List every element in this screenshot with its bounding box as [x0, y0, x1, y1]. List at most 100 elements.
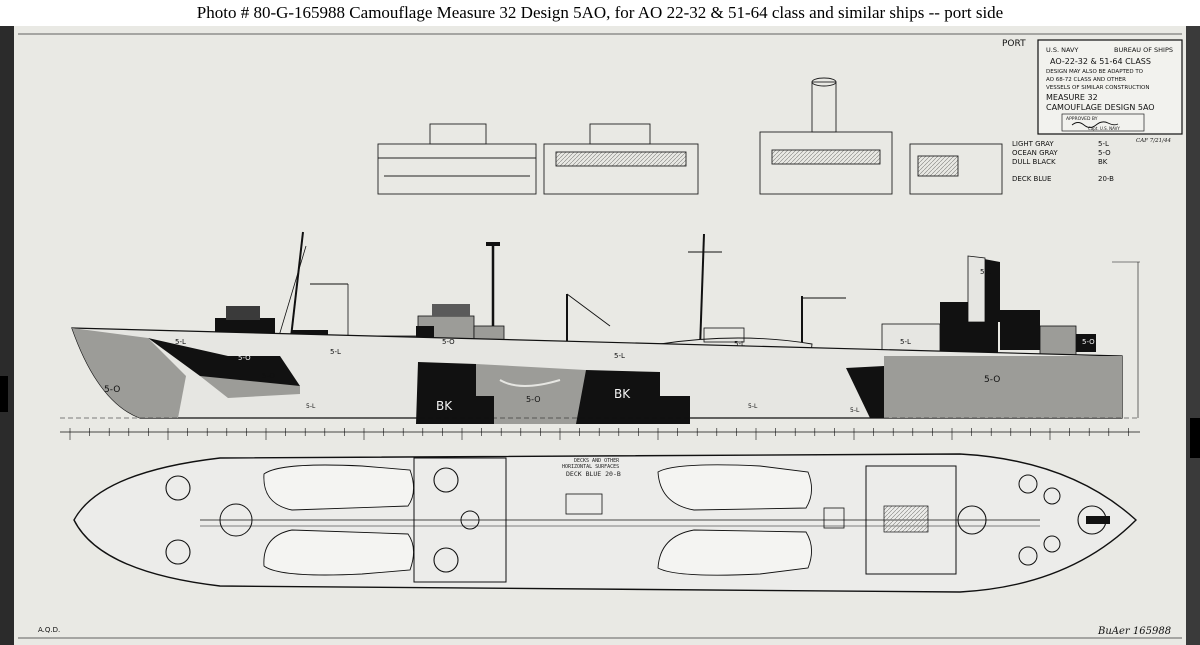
midship-house-plan [413, 457, 507, 583]
gun-tub-aft-2 [1018, 546, 1038, 566]
end-view-3-stack [811, 81, 837, 133]
gun-tub-aft-3 [1043, 487, 1061, 505]
right-clip-mark [1190, 418, 1200, 458]
end-view-2-band [555, 151, 687, 167]
legend-name-2: DULL BLACK [1012, 158, 1056, 166]
title-bureau-of-ships: BUREAU OF SHIPS [1114, 46, 1173, 54]
end-view-3-stack-top [811, 77, 837, 87]
deck-tank-3 [657, 464, 812, 511]
frame-scale-ticks [69, 428, 1129, 440]
legend-code-3: 20-B [1098, 175, 1114, 183]
gun-tub-mid-2 [433, 547, 459, 573]
end-view-forward-2 [543, 123, 699, 195]
deck-tank-1 [263, 464, 414, 511]
label-bow: 5-O [104, 385, 120, 395]
deck-hatch-center [565, 493, 603, 515]
aft-house-plan [865, 465, 957, 575]
title-us-navy: U.S. NAVY [1046, 46, 1078, 54]
label-fwd-mid: 5-O [238, 354, 251, 362]
right-photo-edge [1186, 26, 1200, 645]
end-view-4-band [917, 155, 959, 177]
label-waterline-2: 5-L [748, 403, 758, 410]
left-clip-mark [0, 376, 8, 412]
main-mast [699, 233, 705, 349]
frame-scale [60, 428, 1140, 440]
color-legend: LIGHT GRAY 5-L OCEAN GRAY 5-O DULL BLACK… [1012, 140, 1114, 183]
camouflage-drawing: PORT U.S. NAVY BUREAU OF SHIPS AO-22-32 … [0, 26, 1200, 645]
bow-lower-gray [200, 376, 300, 398]
aft-house-gray [1039, 325, 1077, 357]
deck-hatch-aft [823, 507, 845, 529]
label-fwd-upper: 5-L [175, 338, 186, 346]
aft-hatch [883, 505, 929, 533]
gun-tub-mid-3 [460, 510, 480, 530]
label-aft-house: 5-L [900, 338, 911, 346]
end-view-forward [377, 123, 537, 195]
gun-tub-mid-1 [433, 467, 459, 493]
blueprint-sheet: PORT U.S. NAVY BUREAU OF SHIPS AO-22-32 … [0, 26, 1200, 645]
end-view-aft [759, 77, 893, 195]
fwd-bridge-top [226, 306, 260, 320]
corner-label-left: A.Q.D. [38, 626, 60, 634]
aft-gun-tub [1076, 334, 1096, 352]
bow-black-slash [148, 338, 300, 392]
label-stern-house: 5-O [1082, 338, 1095, 346]
stern-gray-panel [884, 356, 1122, 418]
black-panel-2 [576, 370, 690, 424]
gun-tub-aft-4 [1043, 535, 1061, 553]
label-waterline-3: 5-L [850, 407, 860, 414]
label-light-mid: 5-L [614, 352, 625, 360]
label-bk-2: BK [614, 387, 631, 401]
kingpost-fwd-cap [486, 242, 500, 246]
title-design: CAMOUFLAGE DESIGN 5AO [1046, 103, 1155, 112]
label-stern: 5-O [984, 375, 1000, 385]
signature-mark [1071, 121, 1119, 128]
legend-name-3: DECK BLUE [1012, 175, 1051, 183]
deck-tank-4 [657, 529, 812, 576]
gun-tub-fwd-stbd [165, 539, 191, 565]
legend-code-1: 5-O [1098, 149, 1111, 157]
plan-view: DECKS AND OTHER HORIZONTAL SURFACES DECK… [73, 453, 1138, 593]
center-gray-panel [476, 364, 586, 396]
label-stack: 5-L [980, 268, 991, 276]
end-view-4-body [909, 143, 1003, 195]
gun-tub-aft-center [957, 505, 987, 535]
date-note: CAF 7/21/44 [1136, 138, 1171, 144]
center-house-top [432, 304, 470, 316]
center-gray-panel-low [494, 396, 586, 424]
label-waterline-1: 5-L [306, 403, 316, 410]
legend-code-0: 5-L [1098, 140, 1109, 148]
bow-winch-plan [219, 503, 253, 537]
end-view-1-top [429, 123, 487, 145]
legend-code-2: BK [1098, 158, 1108, 166]
title-adapted-line: DESIGN MAY ALSO BE ADAPTED TO [1046, 69, 1144, 75]
label-center: 5-O [526, 395, 541, 404]
title-vessels-line: VESSELS OF SIMILAR CONSTRUCTION [1046, 85, 1150, 91]
port-view-label: PORT [1002, 39, 1026, 49]
corner-label-right: BuAer 165988 [1097, 626, 1171, 637]
lifeboat-cabin [703, 327, 745, 343]
stern-black-wedge [846, 366, 884, 418]
end-view-3-band [771, 149, 881, 165]
legend-name-0: LIGHT GRAY [1012, 140, 1054, 148]
deck-tank-2 [263, 529, 414, 576]
label-fwd-house: 5-O [442, 338, 455, 346]
bow-gray-patch [72, 328, 186, 418]
title-measure: MEASURE 32 [1046, 93, 1098, 102]
legend-name-1: OCEAN GRAY [1012, 149, 1058, 157]
deck-note-line3: DECK BLUE 20-B [566, 470, 621, 478]
gun-tub-aft-1 [1018, 474, 1038, 494]
title-ao-class-line: AO 68-72 CLASS AND OTHER [1046, 77, 1126, 83]
deck-note-line2: HORIZONTAL SURFACES [562, 464, 619, 470]
black-panel-1 [416, 362, 494, 424]
end-view-2-top [589, 123, 651, 145]
approval-rank: Capt. U.S. NAVY [1088, 126, 1120, 131]
funnel-light [967, 255, 986, 323]
cargo-boom-mid [566, 293, 611, 327]
gun-tub-fwd-port [165, 475, 191, 501]
aft-house-block [1000, 310, 1040, 350]
title-block: U.S. NAVY BUREAU OF SHIPS AO-22-32 & 51-… [1037, 39, 1183, 135]
left-photo-edge [0, 26, 14, 645]
approval-label: APPROVED BY [1066, 116, 1098, 122]
